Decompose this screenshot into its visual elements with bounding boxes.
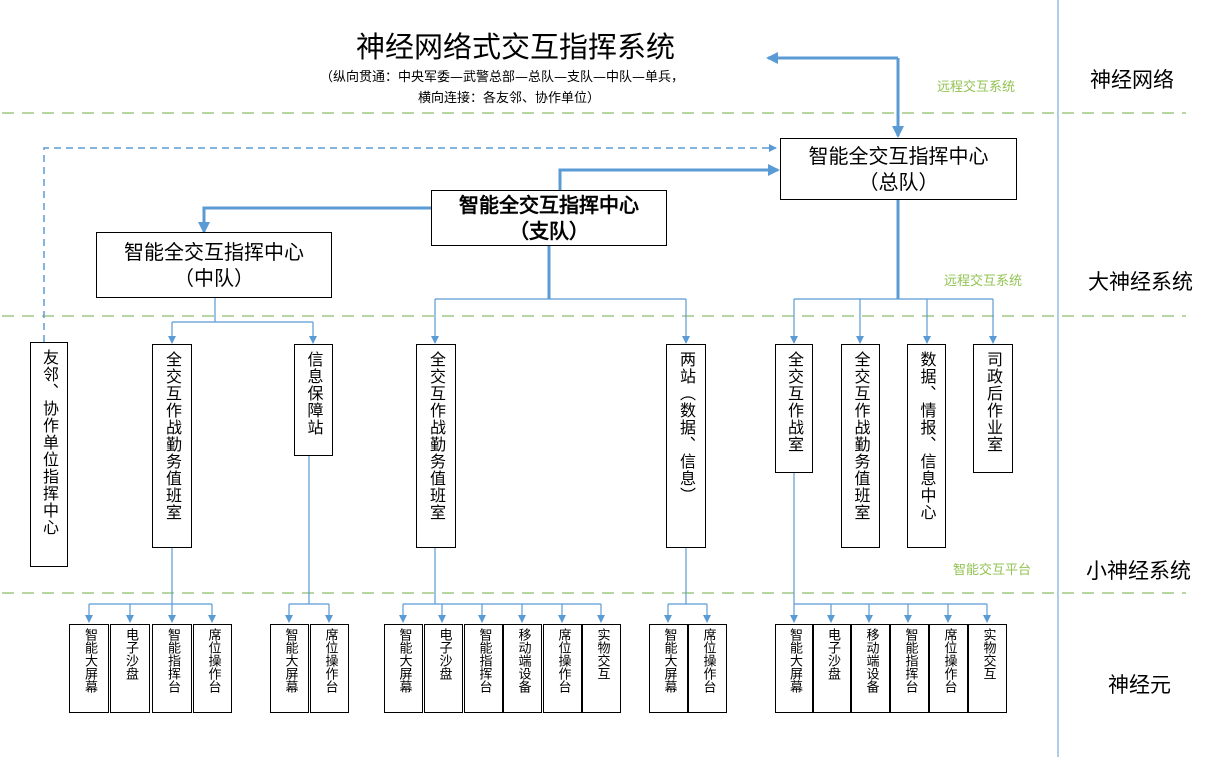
neuron-g5-physical[interactable]: 实物交互 [968, 624, 1007, 713]
neuron-g5-sandtable[interactable]: 电子沙盘 [813, 624, 851, 713]
center-zhongdui-unit: （中队） [174, 266, 254, 290]
allied-dashed-link [43, 144, 777, 342]
layer-label-neural-network: 神经网络 [1090, 68, 1174, 92]
layer-label-small-neural-system: 小神经系统 [1086, 559, 1191, 583]
zone-label-remote-1: 远程交互系统 [937, 80, 1016, 95]
subtitle-line-2: 横向连接：各友邻、协作单位） [418, 91, 601, 106]
center-zhidui[interactable]: 智能全交互指挥中心 （支队） [431, 190, 667, 246]
zone-label-remote-2: 远程交互系统 [944, 274, 1023, 289]
room-zongdui-data[interactable]: 数据、情报、信息中心 [907, 344, 946, 548]
room-zongdui-duty[interactable]: 全交互作战勤务值班室 [841, 344, 880, 548]
neuron-g4-big-screen[interactable]: 智能大屏幕 [649, 624, 688, 713]
neuron-g5-command-desk[interactable]: 智能指挥台 [890, 624, 929, 713]
center-zhidui-unit: （支队） [509, 219, 589, 243]
neuron-g2-big-screen[interactable]: 智能大屏幕 [270, 624, 309, 713]
neuron-g5-mobile[interactable]: 移动端设备 [851, 624, 890, 713]
neuron-g1-sandtable[interactable]: 电子沙盘 [110, 624, 150, 713]
neuron-g3-mobile[interactable]: 移动端设备 [503, 624, 542, 713]
layer-label-big-neural-system: 大神经系统 [1088, 270, 1193, 294]
neuron-g1-command-desk[interactable]: 智能指挥台 [152, 624, 192, 713]
center-zongdui-name: 智能全交互指挥中心 [808, 144, 989, 168]
neuron-g5-console[interactable]: 席位操作台 [929, 624, 968, 713]
layer-dividers [2, 112, 1186, 594]
layer-label-neuron: 神经元 [1108, 673, 1171, 697]
neuron-g5-big-screen[interactable]: 智能大屏幕 [775, 624, 813, 713]
room-zhongdui-duty[interactable]: 全交互作战勤务值班室 [152, 344, 192, 548]
center-zongdui[interactable]: 智能全交互指挥中心 （总队） [780, 138, 1017, 200]
neuron-g3-big-screen[interactable]: 智能大屏幕 [384, 624, 423, 713]
room-branches [168, 298, 997, 344]
neuron-g2-console[interactable]: 席位操作台 [310, 624, 349, 713]
center-zhidui-name: 智能全交互指挥中心 [459, 193, 639, 217]
neuron-g3-console[interactable]: 席位操作台 [543, 624, 582, 713]
room-zhidui-station[interactable]: 两站（数据、信息） [666, 344, 706, 548]
center-zhongdui[interactable]: 智能全交互指挥中心 （中队） [96, 232, 332, 298]
room-zongdui-combat[interactable]: 全交互作战室 [775, 344, 813, 473]
neuron-g3-sandtable[interactable]: 电子沙盘 [424, 624, 463, 713]
room-zhidui-duty[interactable]: 全交互作战勤务值班室 [416, 344, 456, 548]
center-connectors [198, 52, 904, 299]
diagram-title: 神经网络式交互指挥系统 [356, 30, 676, 64]
neuron-g3-command-desk[interactable]: 智能指挥台 [464, 624, 503, 713]
neuron-g4-console[interactable]: 席位操作台 [688, 624, 727, 713]
zone-label-platform: 智能交互平台 [953, 563, 1032, 578]
center-zhongdui-name: 智能全交互指挥中心 [124, 240, 304, 264]
center-zongdui-unit: （总队） [858, 170, 939, 194]
subtitle-line-1: （纵向贯通：中央军委—武警总部—总队—支队—中队—单兵， [320, 70, 685, 85]
room-youlin[interactable]: 友邻、协作单位指挥中心 [30, 342, 68, 567]
neuron-branches [85, 456, 991, 623]
neuron-g1-console[interactable]: 席位操作台 [193, 624, 232, 713]
room-zongdui-sizheng[interactable]: 司政后作业室 [973, 344, 1013, 473]
room-zhongdui-info[interactable]: 信息保障站 [294, 344, 333, 456]
neuron-g1-big-screen[interactable]: 智能大屏幕 [69, 624, 109, 713]
neuron-g3-physical[interactable]: 实物交互 [582, 624, 621, 713]
